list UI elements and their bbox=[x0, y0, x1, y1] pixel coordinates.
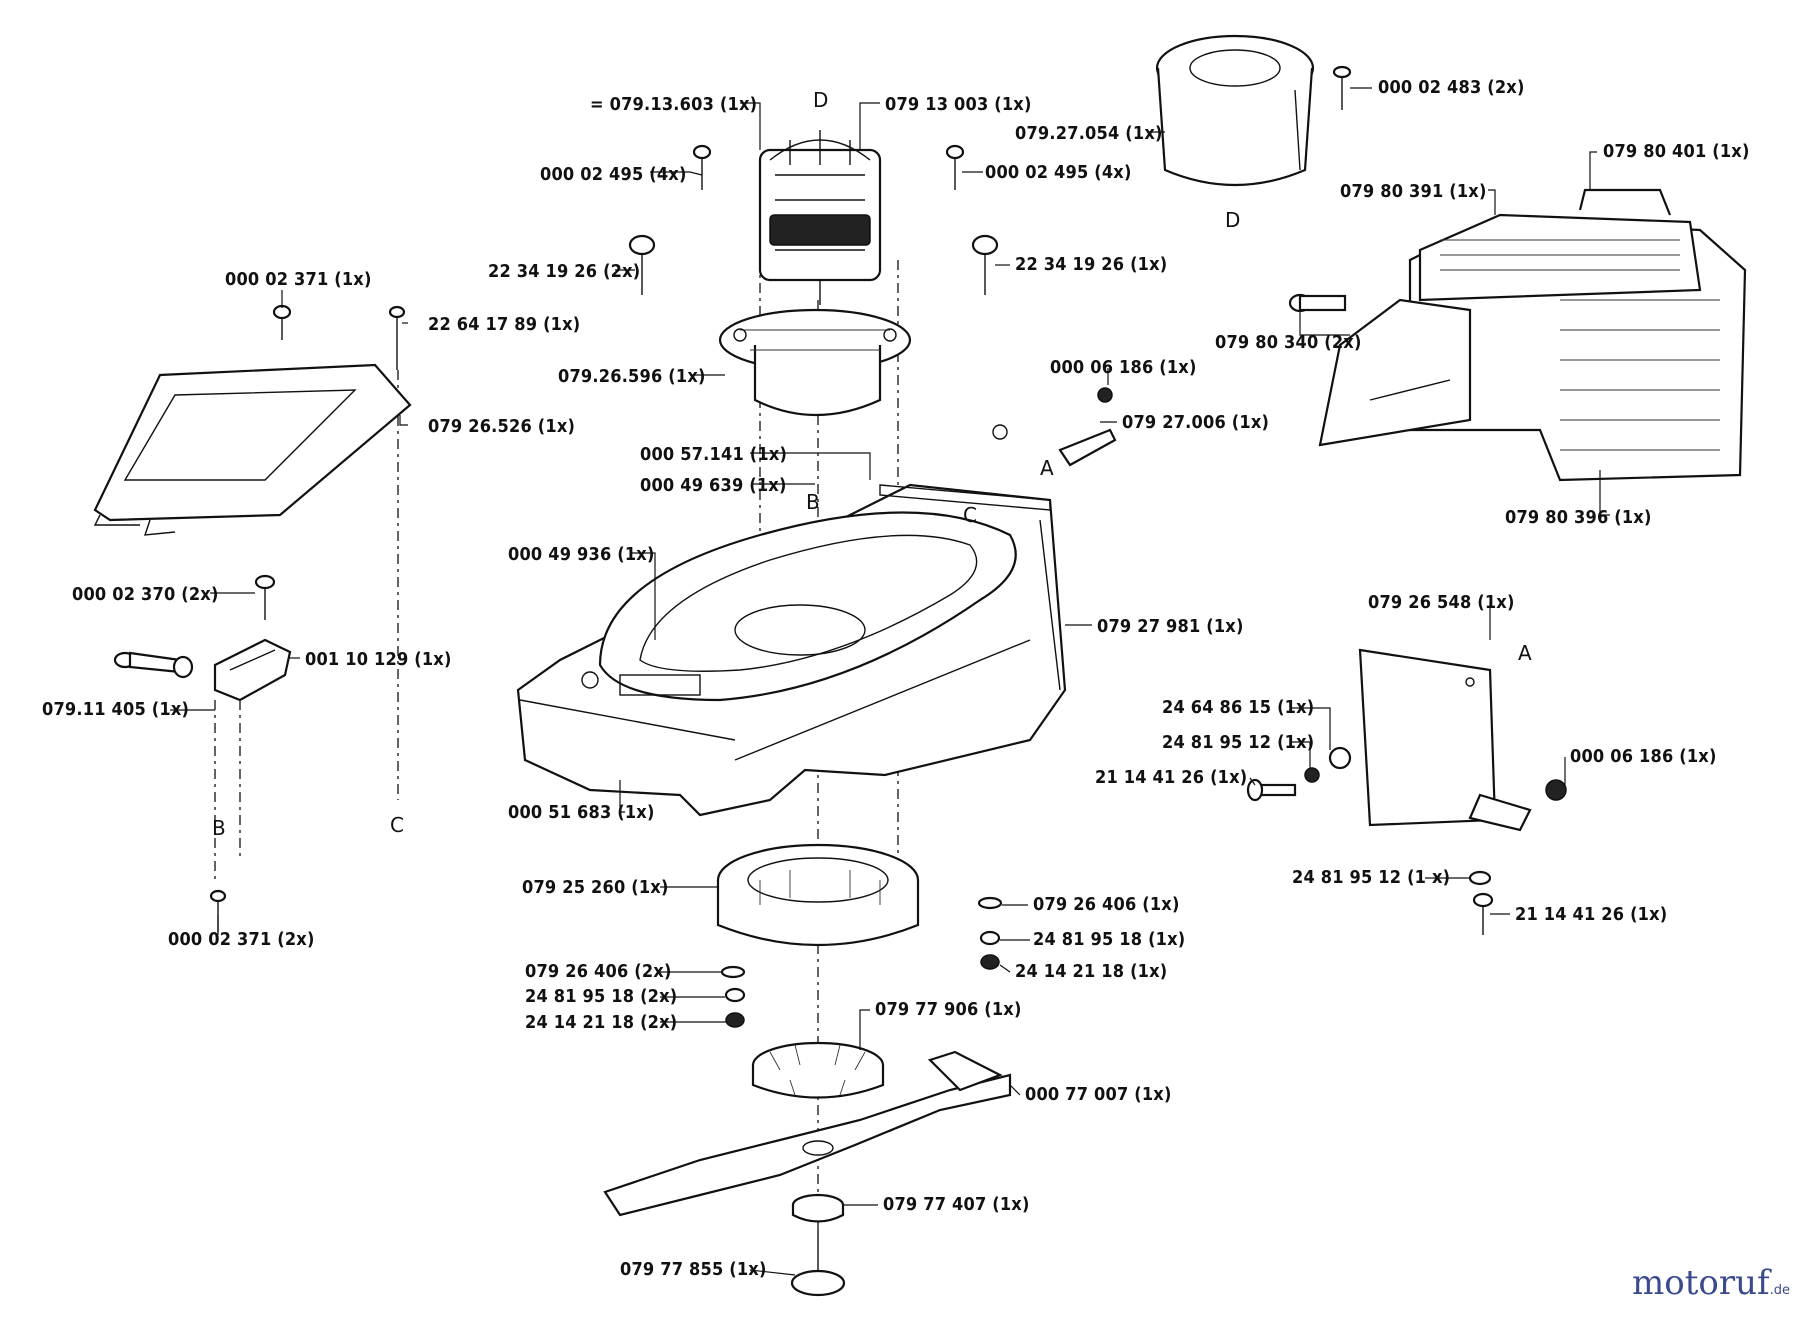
label-rear-cover: 079 26.526 (1x) bbox=[428, 416, 576, 437]
ref-letter-a-latch: A bbox=[1040, 456, 1054, 480]
fan-ring bbox=[716, 843, 920, 947]
label-latch-nut: 000 06 186 (1x) bbox=[1050, 357, 1197, 378]
flap-nut bbox=[1304, 767, 1320, 783]
ref-letter-d-top: D bbox=[813, 88, 829, 112]
blade-holder bbox=[791, 1193, 845, 1223]
label-fan-ring: 079 25 260 (1x) bbox=[522, 877, 669, 898]
label-screw-right: 000 02 495 (4x) bbox=[985, 162, 1132, 183]
label-washer-left-1: 079 26 406 (2x) bbox=[525, 961, 672, 982]
label-cover-screw: 000 02 371 (1x) bbox=[225, 269, 372, 290]
label-flap-bottom-bolt: 21 14 41 26 (1x) bbox=[1515, 904, 1668, 925]
label-screw-left: 000 02 495 (4x) bbox=[540, 164, 687, 185]
label-hinge-screw: 000 02 370 (2x) bbox=[72, 584, 219, 605]
label-latch-plate: 079 27.006 (1x) bbox=[1122, 412, 1270, 433]
label-flap-washer-2: 24 81 95 12 (1x) bbox=[1162, 732, 1315, 753]
ref-letter-d-cover: D bbox=[1225, 208, 1241, 232]
nut-right bbox=[980, 954, 1000, 970]
washer-right-2 bbox=[979, 930, 1001, 946]
label-hinge-bracket: 001 10 129 (1x) bbox=[305, 649, 452, 670]
rear-cover bbox=[93, 304, 412, 536]
ref-letter-c-left: C bbox=[390, 813, 404, 837]
discharge-flap bbox=[1358, 648, 1532, 832]
washer-right-1 bbox=[977, 896, 1003, 910]
ref-letter-a-flap: A bbox=[1518, 641, 1532, 665]
bolt-left bbox=[628, 234, 656, 295]
washer-left-2 bbox=[724, 987, 746, 1003]
ref-letter-b-left: B bbox=[212, 816, 226, 840]
hinge-bracket bbox=[213, 574, 292, 702]
label-flap-nut: 000 06 186 (1x) bbox=[1570, 746, 1717, 767]
screw-right-motor bbox=[945, 144, 965, 190]
latch-plate bbox=[1058, 387, 1117, 467]
label-catcher-top: 079 80 401 (1x) bbox=[1603, 141, 1750, 162]
fan bbox=[751, 1041, 885, 1099]
flap-nut-right bbox=[1545, 779, 1567, 801]
flap-bottom-washer bbox=[1468, 870, 1492, 886]
hinge-pin bbox=[113, 651, 194, 679]
blade-bolt bbox=[790, 1230, 846, 1297]
label-bottom-screw: 000 02 371 (2x) bbox=[168, 929, 315, 950]
mower-deck bbox=[516, 483, 1067, 817]
label-blade-bolt: 079 77 855 (1x) bbox=[620, 1259, 767, 1280]
label-motor-alt: = 079.13.603 (1x) bbox=[590, 94, 758, 115]
label-catcher-lid: 079 80 391 (1x) bbox=[1340, 181, 1487, 202]
label-bolt-right: 22 34 19 26 (1x) bbox=[1015, 254, 1168, 275]
label-fan: 079 77 906 (1x) bbox=[875, 999, 1022, 1020]
watermark-domain: .de bbox=[1769, 1283, 1790, 1298]
label-part-49936: 000 49 936 (1x) bbox=[508, 544, 655, 565]
label-part-57141: 000 57.141 (1x) bbox=[640, 444, 788, 465]
label-blade-holder: 079 77 407 (1x) bbox=[883, 1194, 1030, 1215]
label-washer-right-1: 079 26 406 (1x) bbox=[1033, 894, 1180, 915]
flap-bolt bbox=[1246, 778, 1297, 802]
label-flap: 079 26 548 (1x) bbox=[1368, 592, 1515, 613]
label-cover-screw-2: 22 64 17 89 (1x) bbox=[428, 314, 581, 335]
flap-washer bbox=[1328, 746, 1352, 770]
label-flap-bottom-washer: 24 81 95 12 (1 x) bbox=[1292, 867, 1451, 888]
label-blade: 000 77 007 (1x) bbox=[1025, 1084, 1172, 1105]
blade bbox=[603, 1050, 1012, 1217]
catcher-pin bbox=[1288, 293, 1347, 313]
watermark-logo: motoruf.de bbox=[1632, 1265, 1790, 1309]
label-catcher-bag: 079 80 396 (1x) bbox=[1505, 507, 1652, 528]
screw-left-motor bbox=[692, 144, 712, 190]
label-part-51683: 000 51 683 (1x) bbox=[508, 802, 655, 823]
label-motor: 079 13 003 (1x) bbox=[885, 94, 1032, 115]
washer-left-1 bbox=[720, 965, 746, 979]
leader-lines bbox=[170, 87, 1610, 1276]
bolt-right bbox=[971, 234, 999, 295]
label-part-49639: 000 49 639 (1x) bbox=[640, 475, 787, 496]
nut-left bbox=[725, 1012, 745, 1028]
label-nut-right: 24 14 21 18 (1x) bbox=[1015, 961, 1168, 982]
grass-catcher bbox=[1318, 188, 1747, 482]
label-motor-cover: 079.27.054 (1x) bbox=[1015, 123, 1163, 144]
label-washer-left-2: 24 81 95 18 (2x) bbox=[525, 986, 678, 1007]
label-hinge-pin: 079.11 405 (1x) bbox=[42, 699, 190, 720]
motor-mount bbox=[718, 308, 912, 417]
ref-letter-b-deck: B bbox=[806, 490, 820, 514]
label-motor-mount: 079.26.596 (1x) bbox=[558, 366, 706, 387]
motor-cover bbox=[1155, 34, 1352, 187]
label-flap-washer: 24 64 86 15 (1x) bbox=[1162, 697, 1315, 718]
label-bolt-left: 22 34 19 26 (2x) bbox=[488, 261, 641, 282]
motor-assembly bbox=[758, 130, 882, 305]
label-cover-screw-3: 000 02 483 (2x) bbox=[1378, 77, 1525, 98]
ref-letter-c-deck: C bbox=[963, 503, 977, 527]
label-washer-right-2: 24 81 95 18 (1x) bbox=[1033, 929, 1186, 950]
flap-bottom-bolt bbox=[1472, 892, 1494, 935]
label-flap-bolt: 21 14 41 26 (1x) bbox=[1095, 767, 1248, 788]
label-nut-left: 24 14 21 18 (2x) bbox=[525, 1012, 678, 1033]
label-deck: 079 27 981 (1x) bbox=[1097, 616, 1244, 637]
watermark-name: motoruf bbox=[1632, 1263, 1770, 1303]
nut-left-latch bbox=[992, 424, 1008, 440]
label-catcher-pin: 079 80 340 (2x) bbox=[1215, 332, 1362, 353]
